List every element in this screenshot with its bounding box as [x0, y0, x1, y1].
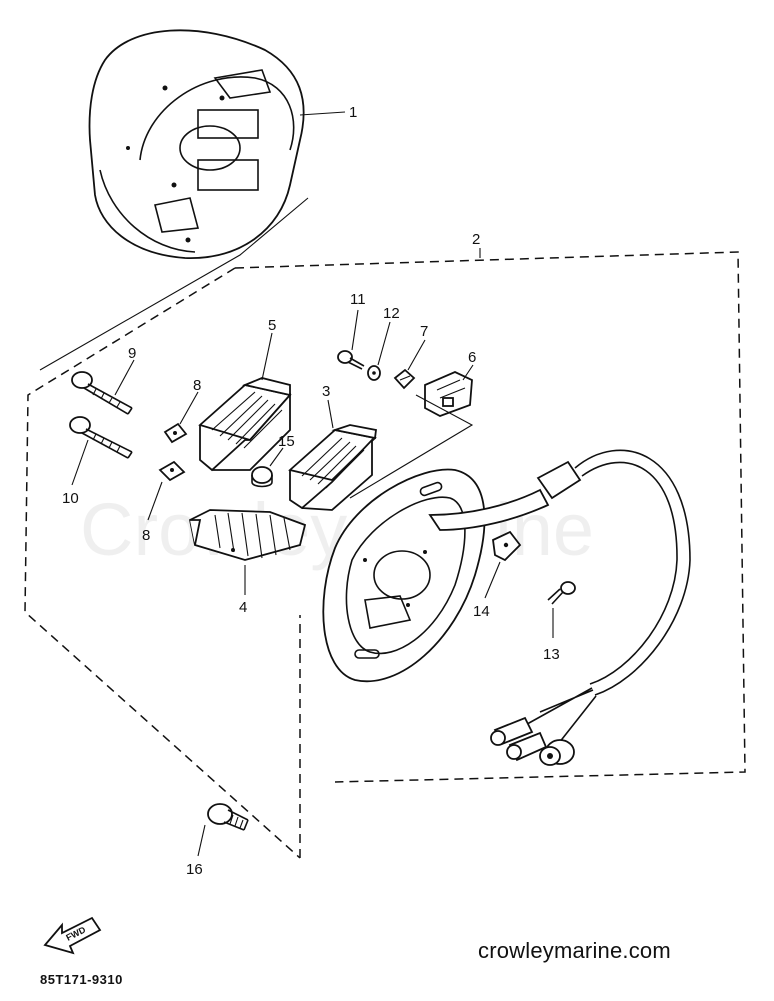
bolt-16[interactable] [207, 803, 249, 831]
leader-3 [327, 399, 334, 429]
leader-15 [269, 447, 284, 467]
spacer-15[interactable] [251, 466, 273, 488]
callout-8-upper: 8 [193, 377, 201, 394]
leader-6 [462, 364, 474, 381]
callout-13: 13 [543, 646, 560, 663]
leader-9 [114, 359, 135, 396]
connector-bullet-1[interactable] [490, 716, 534, 746]
leader-7 [407, 339, 426, 371]
callout-11: 11 [350, 291, 366, 308]
leader-5 [261, 332, 273, 381]
forward-arrow-icon: FWD [43, 916, 102, 955]
leader-14 [484, 561, 501, 599]
callout-10: 10 [62, 490, 79, 507]
callout-2: 2 [472, 231, 480, 248]
callout-5: 5 [268, 317, 276, 334]
flywheel-alignment-line [39, 197, 309, 371]
screw-13[interactable] [547, 581, 576, 605]
coil-3[interactable] [288, 424, 377, 511]
flywheel-rotor[interactable] [88, 29, 305, 259]
leader-12 [377, 321, 391, 366]
callout-9: 9 [128, 345, 136, 362]
callout-16: 16 [186, 861, 203, 878]
website-label: crowleymarine.com [478, 938, 671, 963]
washer-8-lower[interactable] [158, 460, 186, 482]
leader-8-upper [179, 391, 199, 425]
clamp-14[interactable] [492, 530, 522, 562]
diagram-code: 85T171-9310 [40, 972, 123, 987]
callout-14: 14 [473, 603, 490, 620]
callout-7: 7 [420, 323, 428, 340]
leader-10 [71, 439, 89, 486]
leader-1 [299, 111, 346, 116]
callout-6: 6 [468, 349, 476, 366]
connector-cap[interactable] [539, 739, 575, 766]
callout-4: 4 [239, 599, 247, 616]
assembly-box-left [24, 267, 301, 859]
clip-7[interactable] [393, 368, 416, 390]
washer-12[interactable] [367, 365, 381, 381]
leader-16 [197, 824, 206, 857]
screw-9[interactable] [71, 371, 133, 415]
coil-5[interactable] [198, 377, 292, 472]
callout-12: 12 [383, 305, 400, 322]
pulser-alignment-line [349, 394, 474, 499]
callout-8-lower: 8 [142, 527, 150, 544]
callout-3: 3 [322, 383, 330, 400]
leader-11 [351, 309, 359, 351]
screw-10[interactable] [69, 416, 133, 459]
wire-harness[interactable] [428, 449, 691, 766]
washer-8-upper[interactable] [163, 422, 188, 444]
pulser-6[interactable] [424, 371, 473, 417]
screw-11[interactable] [337, 350, 365, 370]
leader-8-lower [147, 481, 163, 521]
coil-4[interactable] [188, 509, 307, 561]
callout-1: 1 [349, 104, 357, 121]
callout-15: 15 [278, 433, 295, 450]
